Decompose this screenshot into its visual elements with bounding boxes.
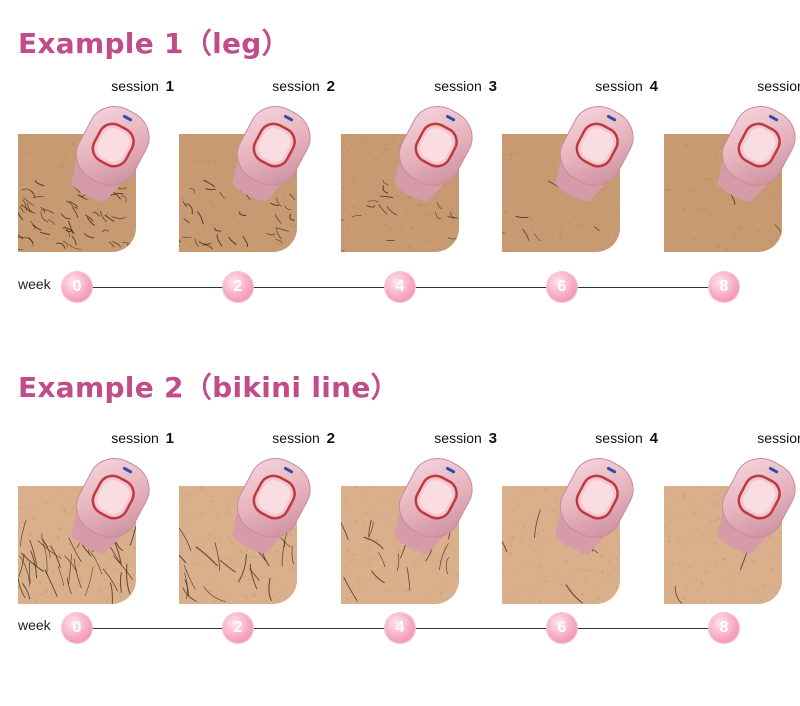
timeline-dot: 2	[223, 613, 253, 643]
week-number: 8	[719, 278, 729, 295]
example-title: Example 1（leg）	[18, 27, 290, 60]
week-number: 0	[72, 278, 82, 295]
session-label: session 4	[595, 78, 658, 95]
timeline-dot: 0	[62, 613, 92, 643]
week-number: 6	[557, 278, 567, 295]
ipl-device-icon	[387, 98, 477, 208]
timeline-dot: 8	[709, 613, 739, 643]
timeline-dot: 0	[62, 272, 92, 302]
session-card: session 2	[179, 430, 341, 630]
ipl-device-icon	[548, 98, 638, 208]
week-timeline: week 0 2 4 6 8	[0, 608, 800, 648]
session-card: session 3	[341, 430, 503, 630]
ipl-device-icon	[225, 98, 315, 208]
week-number: 0	[72, 619, 82, 636]
session-card: session 1	[18, 78, 180, 278]
session-card: session 5	[664, 78, 800, 278]
week-number: 6	[557, 619, 567, 636]
session-label: session 1	[111, 78, 174, 95]
timeline-dot: 6	[547, 272, 577, 302]
session-label: session 2	[272, 78, 335, 95]
session-card: session 4	[502, 430, 664, 630]
week-number: 4	[395, 619, 405, 636]
example-bikini-line: Example 2（bikini line） session 1 session…	[0, 366, 800, 706]
ipl-device-icon	[710, 450, 800, 560]
session-card: session 3	[341, 78, 503, 278]
session-label: session 3	[434, 430, 497, 447]
timeline-dot: 8	[709, 272, 739, 302]
session-card: session 4	[502, 78, 664, 278]
example-title: Example 2（bikini line）	[18, 371, 399, 404]
week-number: 4	[395, 278, 405, 295]
timeline-dot: 2	[223, 272, 253, 302]
session-card: session 5	[664, 430, 800, 630]
ipl-device-icon	[710, 98, 800, 208]
ipl-device-icon	[387, 450, 477, 560]
session-label: session 3	[434, 78, 497, 95]
session-label: session 2	[272, 430, 335, 447]
timeline-dot: 4	[385, 272, 415, 302]
ipl-device-icon	[225, 450, 315, 560]
example-leg: Example 1（leg） session 1 session 2 sessi…	[0, 22, 800, 362]
week-number: 8	[719, 619, 729, 636]
timeline-dot: 6	[547, 613, 577, 643]
session-card: session 2	[179, 78, 341, 278]
week-label: week	[18, 617, 51, 633]
session-label: session 5	[757, 430, 800, 446]
session-label: session 5	[757, 78, 800, 94]
week-label: week	[18, 276, 51, 292]
session-label: session 4	[595, 430, 658, 447]
session-label: session 1	[111, 430, 174, 447]
week-number: 2	[233, 619, 243, 636]
ipl-device-icon	[548, 450, 638, 560]
ipl-device-icon	[64, 450, 154, 560]
session-card: session 1	[18, 430, 180, 630]
timeline-dot: 4	[385, 613, 415, 643]
ipl-device-icon	[64, 98, 154, 208]
week-timeline: week 0 2 4 6 8	[0, 267, 800, 307]
week-number: 2	[233, 278, 243, 295]
